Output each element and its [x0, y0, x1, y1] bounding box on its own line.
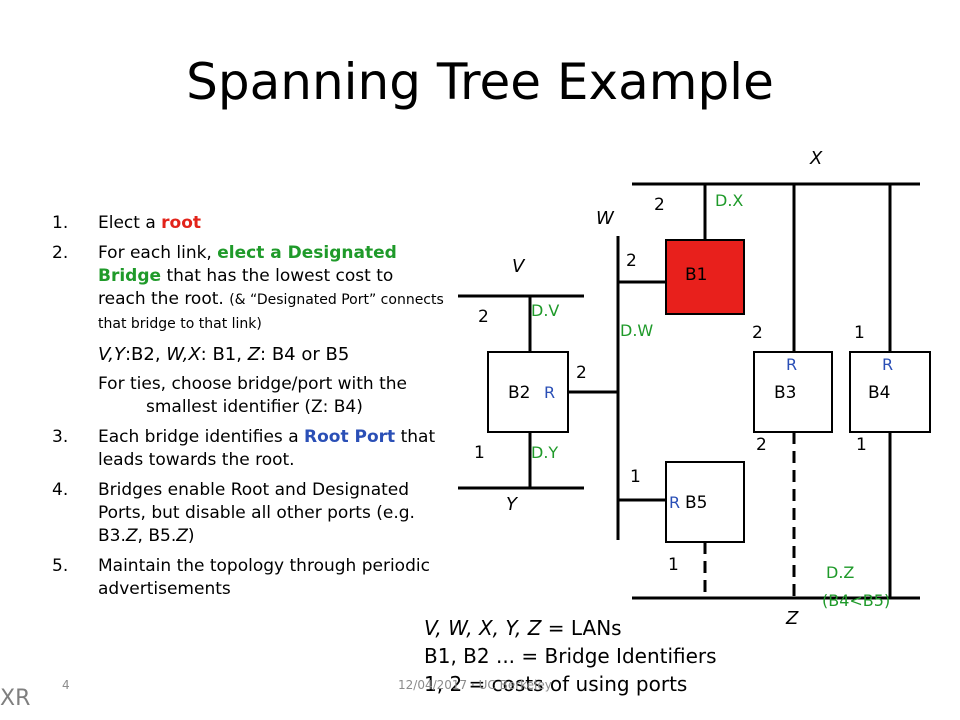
bridge-b5-label: B5 — [685, 493, 707, 513]
lan-w-label: W — [596, 208, 615, 229]
step-text: Each bridge identifies a — [98, 427, 305, 447]
assignment-text: : B4 or B5 — [260, 344, 350, 365]
lan-y-label: Y — [506, 494, 519, 515]
lan-name: Z — [176, 526, 188, 546]
step-text: that leads towards the root. — [98, 427, 436, 470]
cost-b2-y: 1 — [474, 443, 485, 463]
cost-b3-x: 2 — [752, 323, 763, 343]
cost-b1-w: 2 — [626, 251, 637, 271]
designated-port-x: D.X — [715, 191, 743, 210]
lan-x-label: X — [809, 148, 823, 169]
step-text: , B5. — [137, 526, 177, 546]
step-number: 3. — [52, 427, 69, 447]
tie-rule-line-2: smallest identifier (Z: B4) — [146, 397, 363, 417]
legend-lans: V, W, X, Y, Z = LANs — [424, 614, 717, 642]
step-5: 5. Maintain the topology through periodi… — [52, 555, 444, 601]
tie-rule: For ties, choose bridge/port with the sm… — [52, 373, 444, 419]
step-number: 4. — [52, 480, 69, 500]
lan-name: Z — [125, 526, 138, 546]
footer-logo: XR — [0, 686, 31, 711]
bridge-b2-label: B2 — [508, 383, 530, 403]
step-text: For each link, — [98, 243, 218, 263]
lan-names: W,X — [166, 344, 201, 365]
step-4: 4. Bridges enable Root and Designated Po… — [52, 479, 444, 548]
step-number: 5. — [52, 556, 69, 576]
root-keyword: root — [161, 213, 202, 233]
cost-b2-v: 2 — [478, 307, 489, 327]
designated-port-note: (& “Designated Port” connects that bridg… — [98, 292, 444, 332]
lan-names: Z — [247, 344, 261, 365]
cost-b5-z: 1 — [668, 555, 679, 575]
bridge-b3-label: B3 — [774, 383, 796, 403]
step-1: 1. Elect a root — [52, 212, 444, 235]
lan-z-label: Z — [785, 608, 799, 629]
root-port-b3: R — [786, 355, 797, 374]
steps-list: 1. Elect a root 2. For each link, elect … — [52, 212, 444, 608]
cost-b5-w: 1 — [630, 467, 641, 487]
assignment-text: : B1, — [200, 344, 248, 365]
step-text: Bridges enable Root and Designated Ports… — [98, 480, 415, 546]
bridge-b4-box — [849, 351, 931, 433]
root-port-keyword: Root Port — [304, 427, 396, 447]
cost-b4-x: 1 — [854, 323, 865, 343]
bridge-b4-label: B4 — [868, 383, 890, 403]
assignment-line: V,Y:B2, W,X: B1, Z: B4 or B5 — [52, 343, 444, 366]
lan-names: V,Y — [98, 344, 125, 365]
legend-bridges: B1, B2 ... = Bridge Identifiers — [424, 644, 717, 668]
footer-date: 12/04/2017 · UC Berkeley — [398, 678, 552, 692]
root-port-b5: R — [669, 493, 680, 512]
bridge-b5-box — [665, 461, 745, 543]
root-port-b2: R — [544, 383, 555, 402]
bridge-b3-box — [753, 351, 833, 433]
cost-b4-z: 1 — [856, 435, 867, 455]
step-text: Elect a — [98, 213, 162, 233]
designated-port-z-note: (B4<B5) — [822, 591, 890, 610]
bridge-b2-box — [487, 351, 569, 433]
assignment-text: :B2, — [124, 344, 167, 365]
root-port-b4: R — [882, 355, 893, 374]
slide-title: Spanning Tree Example — [186, 53, 774, 111]
bridge-b1-box — [665, 239, 745, 315]
step-2: 2. For each link, elect a Designated Bri… — [52, 242, 444, 336]
cost-b2-w: 2 — [576, 363, 587, 383]
designated-bridge-keyword: elect a Designated Bridge — [98, 243, 397, 286]
legend-costs: 1, 2 = costs of using ports — [424, 672, 688, 696]
bridge-b1-label: B1 — [685, 265, 707, 285]
step-text: that has the lowest cost to reach the ro… — [98, 266, 394, 309]
step-number: 2. — [52, 243, 69, 263]
designated-port-y: D.Y — [531, 443, 558, 462]
step-text: Maintain the topology through periodic a… — [98, 556, 430, 599]
designated-port-w: D.W — [620, 321, 653, 340]
legend: V, W, X, Y, Z = LANs B1, B2 ... = Bridge… — [424, 614, 717, 698]
step-3: 3. Each bridge identifies a Root Port th… — [52, 426, 444, 472]
legend-lan-names: V, W, X, Y, Z — [424, 616, 542, 640]
page-number: 4 — [62, 678, 70, 692]
legend-lan-text: = LANs — [541, 616, 622, 640]
lan-v-label: V — [512, 256, 526, 277]
cost-b1-x: 2 — [654, 195, 665, 215]
designated-port-z: D.Z — [826, 563, 854, 582]
cost-b3-z: 2 — [756, 435, 767, 455]
step-number: 1. — [52, 213, 69, 233]
designated-port-v: D.V — [531, 301, 559, 320]
step-text: ) — [187, 526, 195, 546]
tie-rule-line-1: For ties, choose bridge/port with the — [98, 374, 408, 394]
